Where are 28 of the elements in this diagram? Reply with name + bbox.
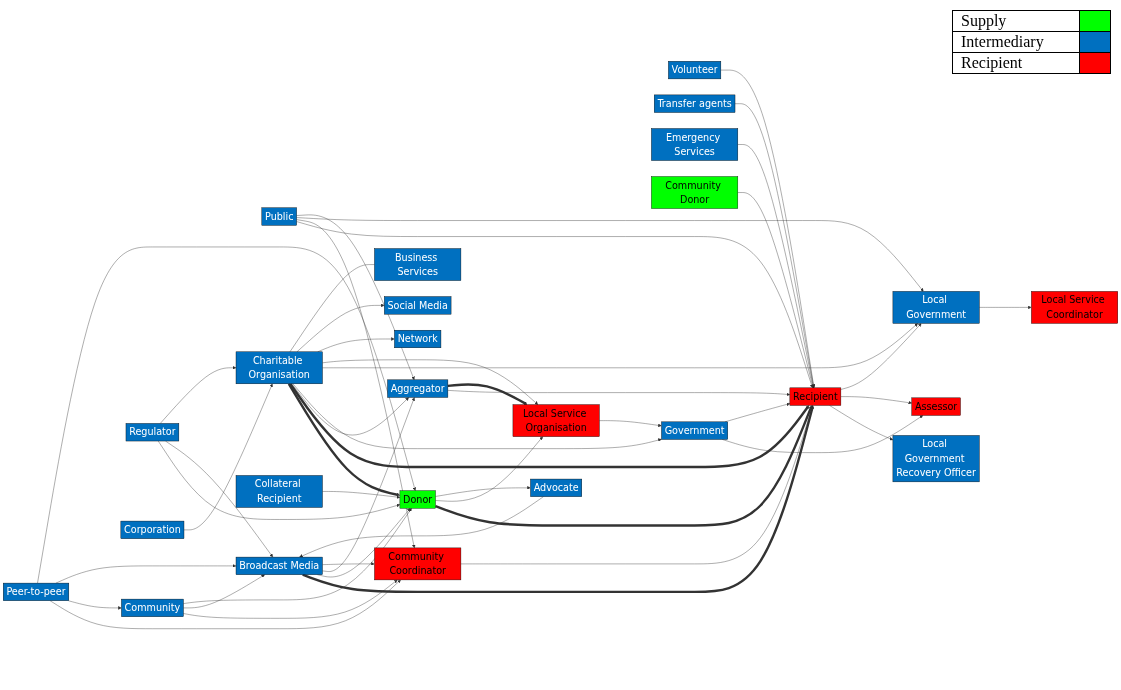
node-box: Community Coordinator [374, 547, 462, 581]
node-box: Social Media [384, 296, 452, 315]
connector [289, 264, 375, 352]
node-box: Broadcast Media [235, 556, 323, 575]
node-box: Business Services [374, 248, 462, 281]
node-box: Charitable Organisation [235, 351, 323, 384]
arrow [447, 383, 528, 405]
node-box: Local Government [892, 291, 980, 324]
node-box: Collateral Recipient [235, 475, 323, 508]
node-box: Donor [399, 490, 436, 509]
node-box: Local Service Organisation [512, 404, 600, 437]
node-box: Transfer agents [654, 94, 736, 113]
node-box: Peer-to-peer [3, 582, 69, 601]
node-box: Assessor [911, 397, 961, 416]
node-box: Corporation [120, 520, 185, 539]
node-box: Advocate [530, 478, 582, 497]
node-box: Aggregator [387, 379, 449, 398]
node-box: Emergency Services [651, 128, 739, 161]
node-box: Recipient [789, 387, 842, 406]
node-box: Community Donor [651, 176, 739, 209]
node-box: Local Service Coordinator [1031, 291, 1118, 324]
node-box: Network [394, 330, 442, 348]
node-box: Public [261, 207, 297, 226]
node-box: Volunteer [668, 61, 722, 80]
node-box: Government [661, 421, 728, 440]
node-box: Regulator [125, 423, 180, 442]
node-box: Community [121, 598, 184, 617]
node-box: Local Government Recovery Officer [892, 435, 980, 483]
